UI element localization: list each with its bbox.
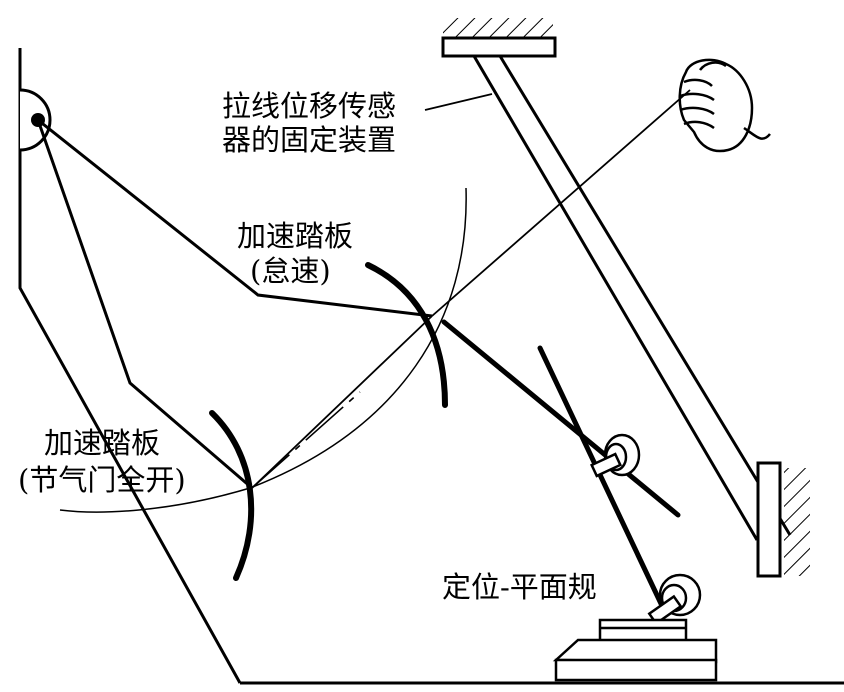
pedal-sweep-arc — [59, 187, 467, 513]
hand-icon — [678, 58, 771, 153]
label-sensor-mount-line1: 拉线位移传感 — [222, 89, 396, 123]
label-pedal-idle-line2: (怠速) — [250, 254, 331, 288]
pedal-arm-full — [36, 119, 253, 490]
pedal-arm-idle — [37, 118, 433, 318]
wall-mount — [756, 461, 810, 578]
pedal-pad-idle — [365, 262, 448, 408]
label-gauge: 定位-平面规 — [442, 570, 597, 604]
pedal-pad-full — [209, 410, 255, 581]
sensor-mount-leader — [424, 93, 493, 111]
sensor-mount-bar — [472, 55, 792, 541]
label-pedal-idle-line1: 加速踏板 — [237, 219, 353, 253]
gauge-rods — [441, 319, 681, 613]
label-sensor-mount-line2: 器的固定装置 — [222, 123, 396, 157]
gauge-knob-upper — [590, 433, 641, 478]
label-pedal-idle: 加速踏板 (怠速) — [237, 219, 353, 288]
gauge-base — [552, 618, 718, 682]
sensor-string-full — [251, 315, 433, 489]
sensor-string-idle — [431, 89, 691, 317]
sensor-mount — [441, 18, 557, 58]
label-sensor-mount: 拉线位移传感 器的固定装置 — [222, 89, 396, 157]
label-pedal-full-line2: (节气门全开) — [18, 463, 186, 497]
left-frame — [18, 48, 242, 684]
sensor-string-dashed — [251, 391, 361, 489]
gauge-knob-lower — [647, 573, 702, 626]
label-pedal-full-line1: 加速踏板 — [44, 426, 160, 460]
label-pedal-full: 加速踏板 (节气门全开) — [18, 426, 186, 497]
